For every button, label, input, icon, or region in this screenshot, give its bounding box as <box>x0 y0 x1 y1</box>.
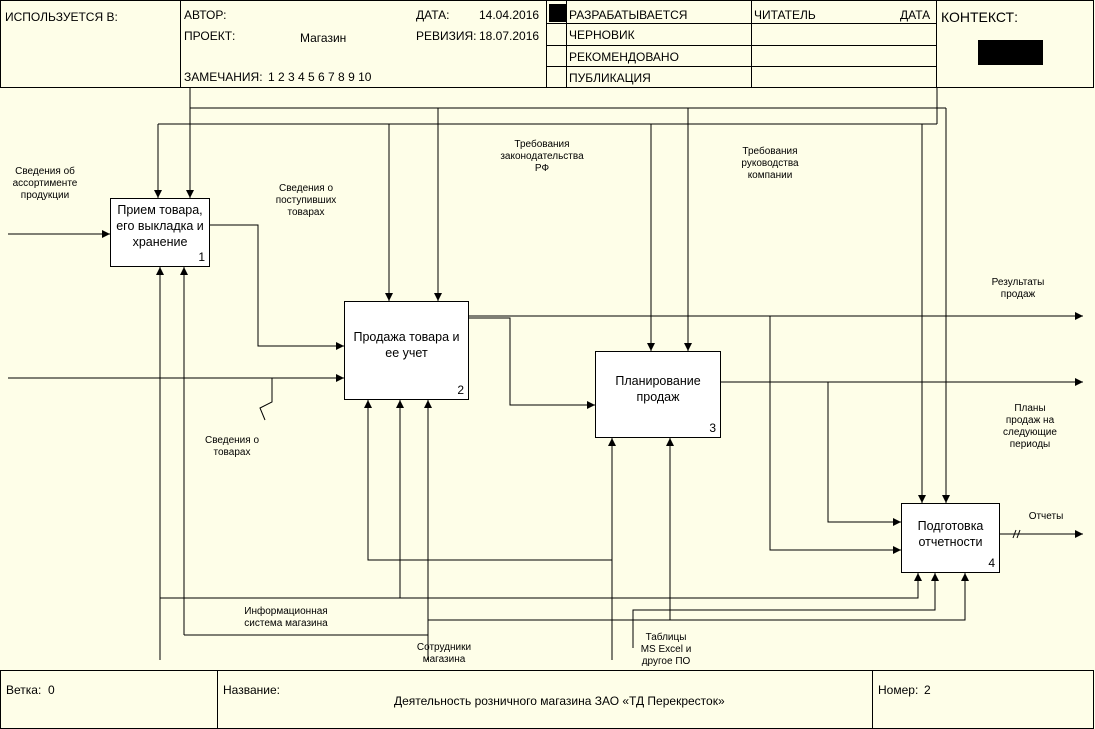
activity-box-3-title: Планирование продаж <box>615 374 701 404</box>
status-draft: ЧЕРНОВИК <box>569 28 635 42</box>
label-sales-results: Результаты продаж <box>991 277 1045 300</box>
context-label: КОНТЕКСТ: <box>941 9 1018 25</box>
label-staff: Сотрудники магазина <box>416 642 472 665</box>
diagram-name: Деятельность розничного магазина ЗАО «ТД… <box>394 694 725 708</box>
name-label: Название: <box>223 683 280 697</box>
status-working: РАЗРАБАТЫВАЕТСЯ <box>569 8 688 22</box>
activity-box-4[interactable]: Подготовка отчетности 4 <box>901 503 1000 573</box>
activity-box-2[interactable]: Продажа товара и ее учет 2 <box>344 301 469 400</box>
project-label: ПРОЕКТ: <box>184 29 236 43</box>
revision-label: РЕВИЗИЯ: <box>416 29 477 43</box>
label-management: Требования руководства компании <box>741 146 799 181</box>
project-value: Магазин <box>300 31 347 45</box>
activity-box-4-title: Подготовка отчетности <box>917 519 984 549</box>
activity-box-1[interactable]: Прием товара, его выкладка и хранение 1 <box>110 198 210 267</box>
branch-value: 0 <box>48 683 55 697</box>
reader-date-label: ДАТА <box>900 8 931 22</box>
reader-label: ЧИТАТЕЛЬ <box>754 8 816 22</box>
status-marker <box>549 4 566 22</box>
notes-label: ЗАМЕЧАНИЯ: <box>184 70 263 84</box>
revision-value: 18.07.2016 <box>479 29 540 43</box>
notes-value: 1 2 3 4 5 6 7 8 9 10 <box>268 70 372 84</box>
author-label: АВТОР: <box>184 8 227 22</box>
date-label: ДАТА: <box>416 8 450 22</box>
branch-label: Ветка: <box>6 683 42 697</box>
status-recommended: РЕКОМЕНДОВАНО <box>569 50 679 64</box>
label-tables: Таблицы MS Excel и другое ПО <box>640 632 692 667</box>
used-in-label: ИСПОЛЬЗУЕТСЯ В: <box>5 10 118 24</box>
activity-box-2-number: 2 <box>457 383 464 397</box>
context-thumbnail <box>978 40 1043 65</box>
activity-box-3-number: 3 <box>709 421 716 435</box>
label-law: Требования законодательства РФ <box>500 139 584 174</box>
label-assortment: Сведения об ассортименте продукции <box>12 166 78 201</box>
label-received-goods: Сведения о поступивших товарах <box>275 183 337 218</box>
label-info-system: Информационная система магазина <box>244 606 328 629</box>
activity-box-4-number: 4 <box>988 556 995 570</box>
label-reports: Отчеты <box>1028 511 1064 522</box>
number-value: 2 <box>924 683 931 697</box>
number-label: Номер: <box>878 683 919 697</box>
label-goods-info: Сведения о товарах <box>204 435 260 458</box>
label-sales-plans: Планы продаж на следующие периоды <box>1003 403 1057 450</box>
activity-box-3[interactable]: Планирование продаж 3 <box>595 351 721 438</box>
status-publication: ПУБЛИКАЦИЯ <box>569 71 651 85</box>
activity-box-1-number: 1 <box>198 250 205 264</box>
activity-box-2-title: Продажа товара и ее учет <box>353 330 460 360</box>
activity-box-1-title: Прием товара, его выкладка и хранение <box>116 203 204 249</box>
date-value: 14.04.2016 <box>479 8 540 22</box>
